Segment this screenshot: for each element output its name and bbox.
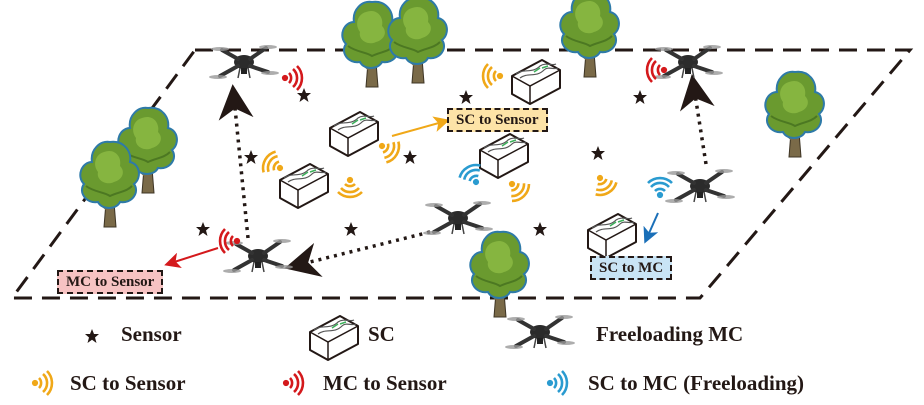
tree-icon	[763, 70, 826, 159]
drone-icon	[663, 167, 737, 205]
wifi-signal-icon	[587, 168, 621, 200]
wifi-signal-icon	[281, 64, 304, 92]
star-icon	[633, 90, 647, 104]
legend-freeload-signal-icon	[546, 369, 569, 397]
sc-device-icon	[479, 133, 529, 179]
tree-icon	[468, 230, 531, 319]
drone-icon	[421, 199, 495, 237]
wifi-signal-icon	[646, 176, 674, 199]
legend-sc-signal-icon	[31, 369, 54, 397]
wifi-signal-icon	[218, 227, 241, 255]
wifi-signal-icon	[500, 172, 534, 206]
wifi-signal-icon	[336, 176, 364, 199]
star-icon	[297, 88, 311, 102]
sc-device-icon	[279, 163, 329, 209]
legend-sc-to-sensor-label: SC to Sensor	[70, 371, 186, 395]
mc-to-sensor-callout: MC to Sensor	[57, 270, 164, 294]
mc-path	[284, 230, 431, 277]
legend-sc-to-mc-label: SC to MC (Freeloading)	[588, 371, 804, 395]
star-icon	[196, 222, 210, 236]
star-icon	[244, 150, 258, 164]
mc-path	[679, 74, 715, 165]
legend-mc-to-sensor-label: MC to Sensor	[323, 371, 447, 395]
legend-sc-label: SC	[368, 322, 395, 346]
mc-path	[218, 84, 254, 239]
sc-device-icon	[511, 59, 561, 105]
legend-mc-signal-icon	[282, 369, 305, 397]
star-icon	[403, 150, 417, 164]
wifi-signal-icon	[258, 147, 290, 181]
mc-to-sensor-arrow	[164, 247, 219, 268]
wifi-signal-icon	[481, 62, 504, 90]
star-icon	[459, 90, 473, 104]
sc-to-sensor-callout: SC to Sensor	[447, 108, 548, 132]
star-icon	[591, 146, 605, 160]
tree-icon	[78, 140, 141, 229]
sc-to-mc-arrow	[643, 212, 659, 244]
star-icon	[533, 222, 547, 236]
sc-device-icon	[329, 111, 379, 157]
sc-to-mc-callout: SC to MC	[590, 256, 673, 280]
star-icon	[344, 222, 358, 236]
tree-icon	[386, 0, 449, 85]
sc-to-sensor-arrow	[391, 116, 450, 137]
sc-device-icon	[587, 213, 637, 259]
legend-sensor-label: Sensor	[121, 322, 182, 346]
legend-drone-icon	[503, 313, 577, 351]
legend-freeloading-mc-label: Freeloading MC	[596, 322, 744, 346]
tree-icon	[558, 0, 621, 79]
legend-sc-icon	[309, 315, 359, 361]
legend-star-icon	[85, 329, 99, 343]
drone-icon	[221, 237, 295, 275]
